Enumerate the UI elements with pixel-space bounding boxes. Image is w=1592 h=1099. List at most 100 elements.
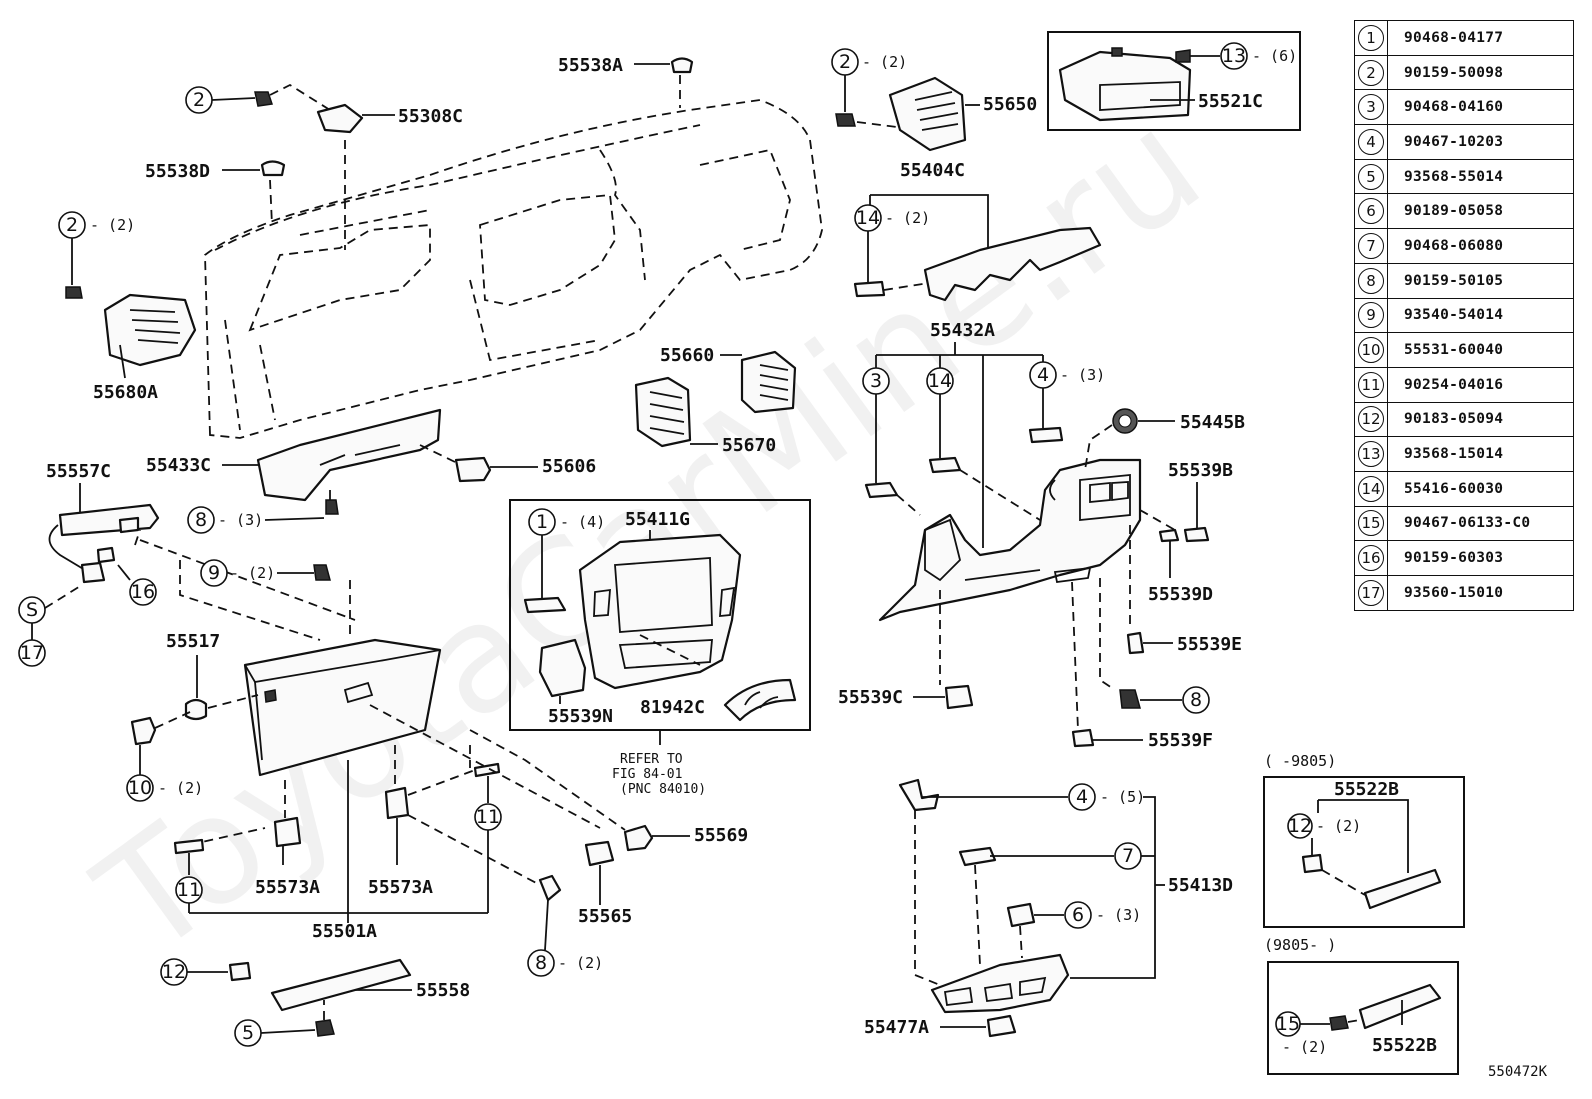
svg-text:- (2): - (2) <box>885 209 930 227</box>
part-55660: 55660 <box>660 345 797 414</box>
label-55501A: 55501A <box>312 921 377 942</box>
svg-text:11: 11 <box>177 879 201 901</box>
inset-55521C: 13 - (6) 55521C <box>1047 31 1301 131</box>
label-55411G: 55411G <box>625 509 690 530</box>
label-55308C: 55308C <box>398 106 463 127</box>
reference-number: 16 <box>1354 540 1388 576</box>
reference-number: 1 <box>1354 20 1388 56</box>
reference-part-number: 93568-15014 <box>1387 436 1574 472</box>
reference-number-circle: 15 <box>1358 510 1384 537</box>
svg-text:11: 11 <box>476 806 500 828</box>
label-55413D: 55413D <box>1168 875 1233 896</box>
part-55433C: 55433C 8 - (3) <box>146 408 442 534</box>
reference-number: 10 <box>1354 332 1388 368</box>
reference-number-circle: 14 <box>1358 475 1384 502</box>
part-55606: 55606 <box>419 444 596 483</box>
label-55539C: 55539C <box>838 687 903 708</box>
reference-part-number: 90159-50098 <box>1387 54 1574 91</box>
reference-number: 17 <box>1354 575 1388 611</box>
reference-number: 8 <box>1354 262 1388 299</box>
label-55573A-left: 55573A <box>255 877 320 898</box>
reference-number: 9 <box>1354 297 1388 334</box>
svg-text:7: 7 <box>1122 845 1134 867</box>
svg-text:5: 5 <box>242 1022 254 1044</box>
diagram-code: 550472K <box>1488 1064 1548 1080</box>
svg-text:12: 12 <box>162 961 186 983</box>
part-55539F: 55539F <box>1071 581 1213 751</box>
reference-number-circle: 3 <box>1358 94 1384 121</box>
reference-part-number: 93540-54014 <box>1387 297 1574 334</box>
svg-text:- (2): - (2) <box>158 779 203 797</box>
part-55565-55569: 55565 55569 <box>369 704 748 927</box>
svg-text:S: S <box>26 599 38 621</box>
inset-55411G: 1 - (4) 55411G 55539N 81942C REFER TO FI… <box>509 499 811 797</box>
svg-text:14: 14 <box>856 207 880 229</box>
svg-text:- (6): - (6) <box>1252 47 1297 65</box>
svg-text:- (3): - (3) <box>218 511 263 529</box>
reference-part-number: 90183-05094 <box>1387 401 1574 438</box>
callout-8-lower: 8 - (2) <box>407 814 603 977</box>
reference-number: 12 <box>1354 401 1388 438</box>
svg-text:6: 6 <box>1072 904 1084 926</box>
svg-text:1: 1 <box>536 511 548 533</box>
date-range-early: ( -9805) <box>1264 752 1336 770</box>
label-55539N: 55539N <box>548 706 613 727</box>
svg-text:2: 2 <box>66 214 78 236</box>
svg-text:8: 8 <box>195 509 207 531</box>
reference-number: 4 <box>1354 124 1388 160</box>
reference-part-number: 90468-04177 <box>1387 20 1574 56</box>
label-55573A-right: 55573A <box>368 877 433 898</box>
reference-number: 11 <box>1354 366 1388 403</box>
reference-part-number: 93568-55014 <box>1387 158 1574 195</box>
reference-number-circle: 7 <box>1358 232 1384 259</box>
callout-10: 10 - (2) <box>126 711 203 802</box>
svg-text:12: 12 <box>1288 815 1312 837</box>
part-55558: 12 55558 5 <box>160 958 470 1047</box>
reference-number: 6 <box>1354 193 1388 230</box>
svg-text:- (4): - (4) <box>560 513 605 531</box>
label-55539F: 55539F <box>1148 730 1213 751</box>
label-55522B-early: 55522B <box>1334 779 1399 800</box>
reference-number-circle: 5 <box>1358 163 1384 190</box>
reference-part-number: 93560-15010 <box>1387 575 1574 611</box>
part-55517: 55517 <box>166 631 259 721</box>
inset-55522B-early: ( -9805) 55522B 12 - (2) <box>1263 752 1465 928</box>
svg-text:- (2): - (2) <box>558 954 603 972</box>
part-55539E: 55539E <box>1126 525 1242 655</box>
part-55413D: 4 - (5) 7 6 - (3) 55413D 55477A <box>864 778 1233 1038</box>
callout-9: 9 - (2) <box>200 559 331 587</box>
part-55650: 2 - (2) 55650 <box>831 48 1037 152</box>
reference-number: 3 <box>1354 89 1388 126</box>
reference-number-circle: 8 <box>1358 267 1384 294</box>
svg-text:- (2): - (2) <box>230 564 275 582</box>
svg-text:2: 2 <box>839 51 851 73</box>
reference-part-number: 90159-50105 <box>1387 262 1574 299</box>
callout-2-a: 2 <box>185 86 273 114</box>
label-55538D: 55538D <box>145 161 210 182</box>
reference-number-circle: 13 <box>1358 441 1384 468</box>
svg-text:- (3): - (3) <box>1060 366 1105 384</box>
label-55404C: 55404C <box>900 160 965 181</box>
part-55432A: 55432A 3 14 4 - (3) <box>862 320 1142 622</box>
svg-text:- (2): - (2) <box>1282 1038 1327 1056</box>
svg-text:- (2): - (2) <box>862 53 907 71</box>
label-55477A: 55477A <box>864 1017 929 1038</box>
svg-text:2: 2 <box>193 89 205 111</box>
reference-part-number: 90189-05058 <box>1387 193 1574 230</box>
part-55539B: 55539B <box>1139 460 1233 543</box>
svg-text:13: 13 <box>1222 45 1246 67</box>
svg-text:14: 14 <box>928 370 952 392</box>
svg-text:17: 17 <box>20 642 44 664</box>
